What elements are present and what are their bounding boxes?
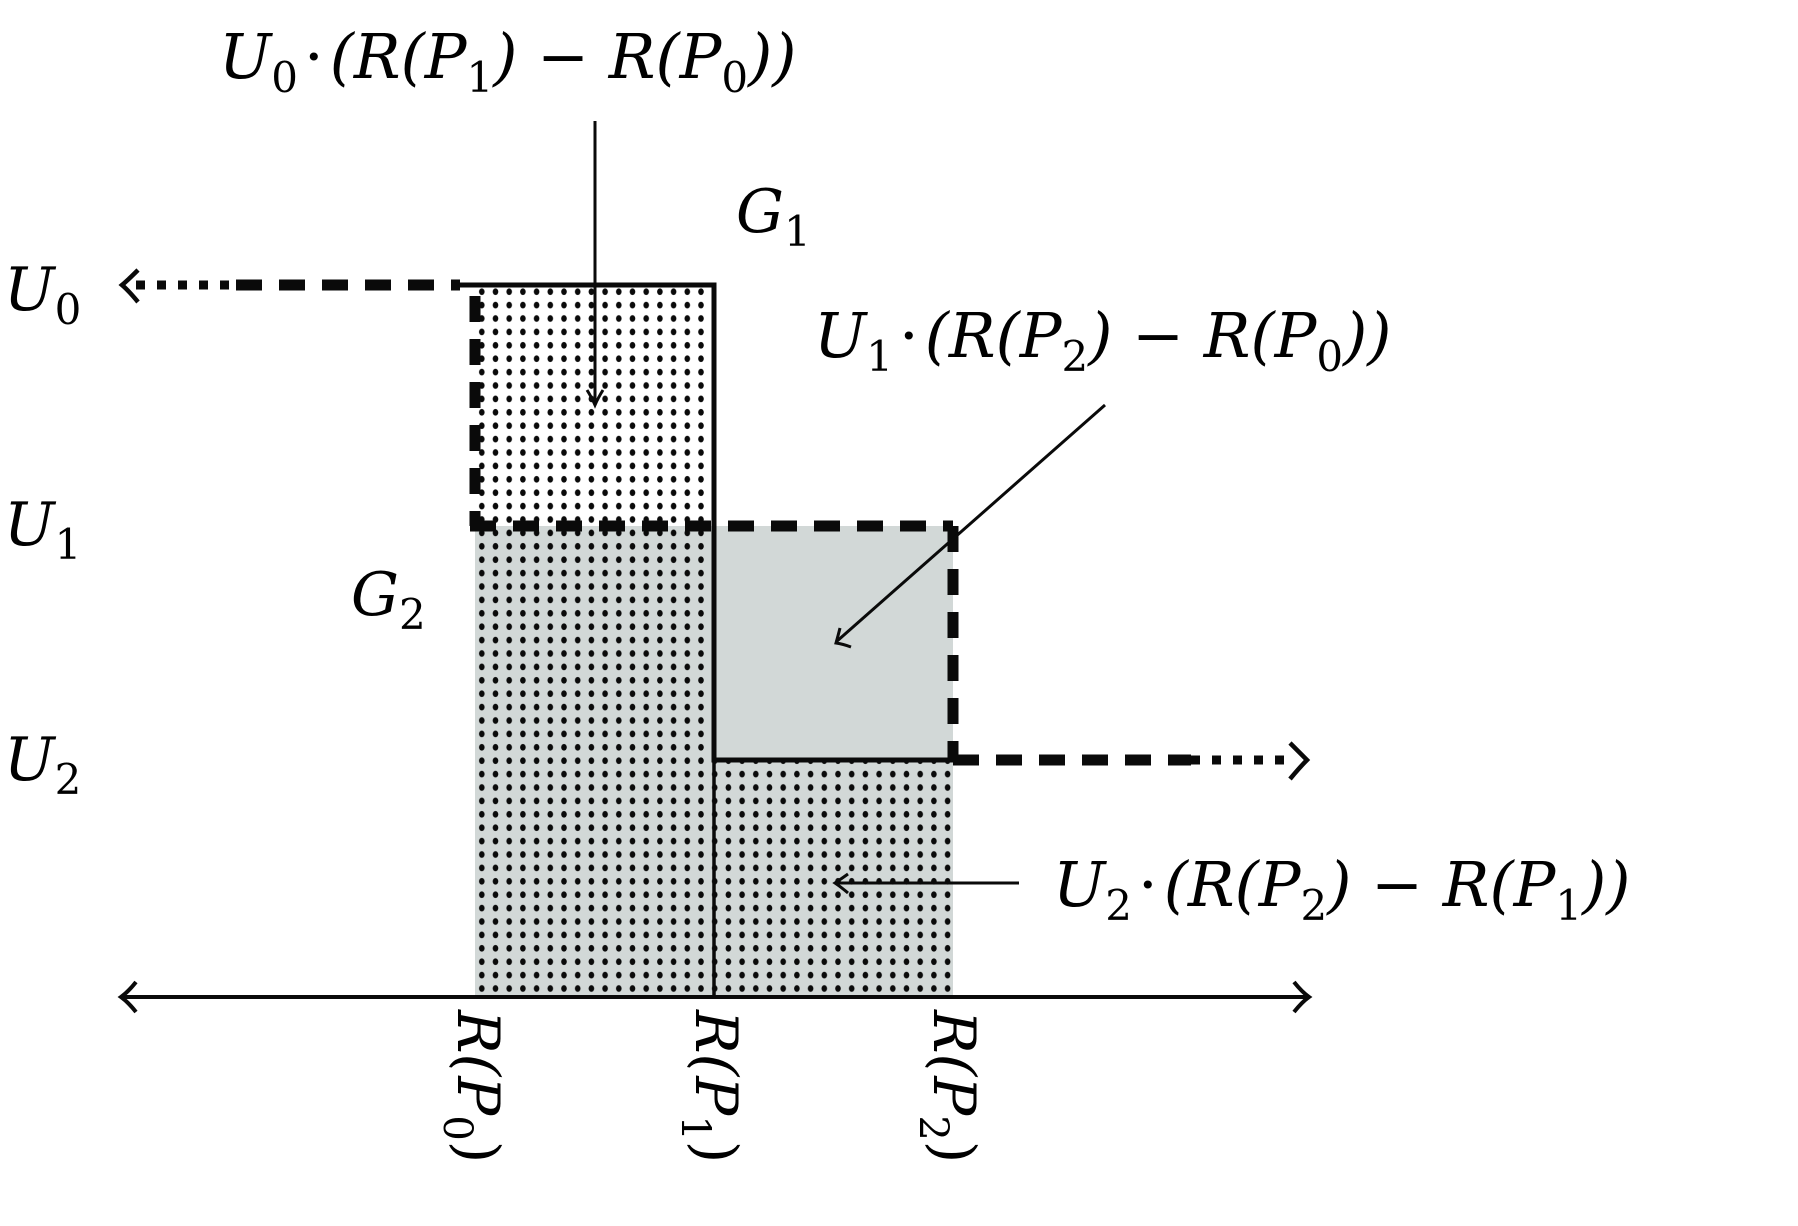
curve-label-g2: G2: [351, 560, 426, 639]
annotation-u1-area: U1·(R(P2) − R(P0)): [814, 299, 1392, 381]
dotted-region-right: [714, 760, 953, 997]
annotation-u0-area: U0·(R(P1) − R(P0)): [219, 20, 797, 102]
svg-text:R(P0): R(P0): [434, 1009, 512, 1163]
annotation-arrow-u2: [832, 872, 1019, 895]
y-label-u0: U0: [4, 255, 81, 334]
g2-curve: [236, 279, 1191, 766]
svg-text:R(P2): R(P2): [910, 1009, 988, 1163]
y-label-u1: U1: [4, 490, 81, 569]
y-label-u2: U2: [4, 725, 81, 804]
annotation-arrow-u1: [834, 403, 1106, 649]
x-tick-label-r-p2: R(P2): [910, 1009, 988, 1163]
x-tick-label-r-p0: R(P0): [434, 1009, 512, 1163]
annotation-arrow-u0: [585, 121, 605, 409]
annotation-u2-area: U2·(R(P2) − R(P1)): [1053, 848, 1631, 930]
x-tick-label-r-p1: R(P1): [672, 1009, 750, 1163]
g1-curve: [460, 282, 953, 997]
svg-text:R(P1): R(P1): [672, 1009, 750, 1163]
u0-extension-arrow: [118, 268, 236, 304]
curve-label-g1: G1: [736, 177, 811, 256]
u2-extension-arrow: [1191, 741, 1311, 781]
